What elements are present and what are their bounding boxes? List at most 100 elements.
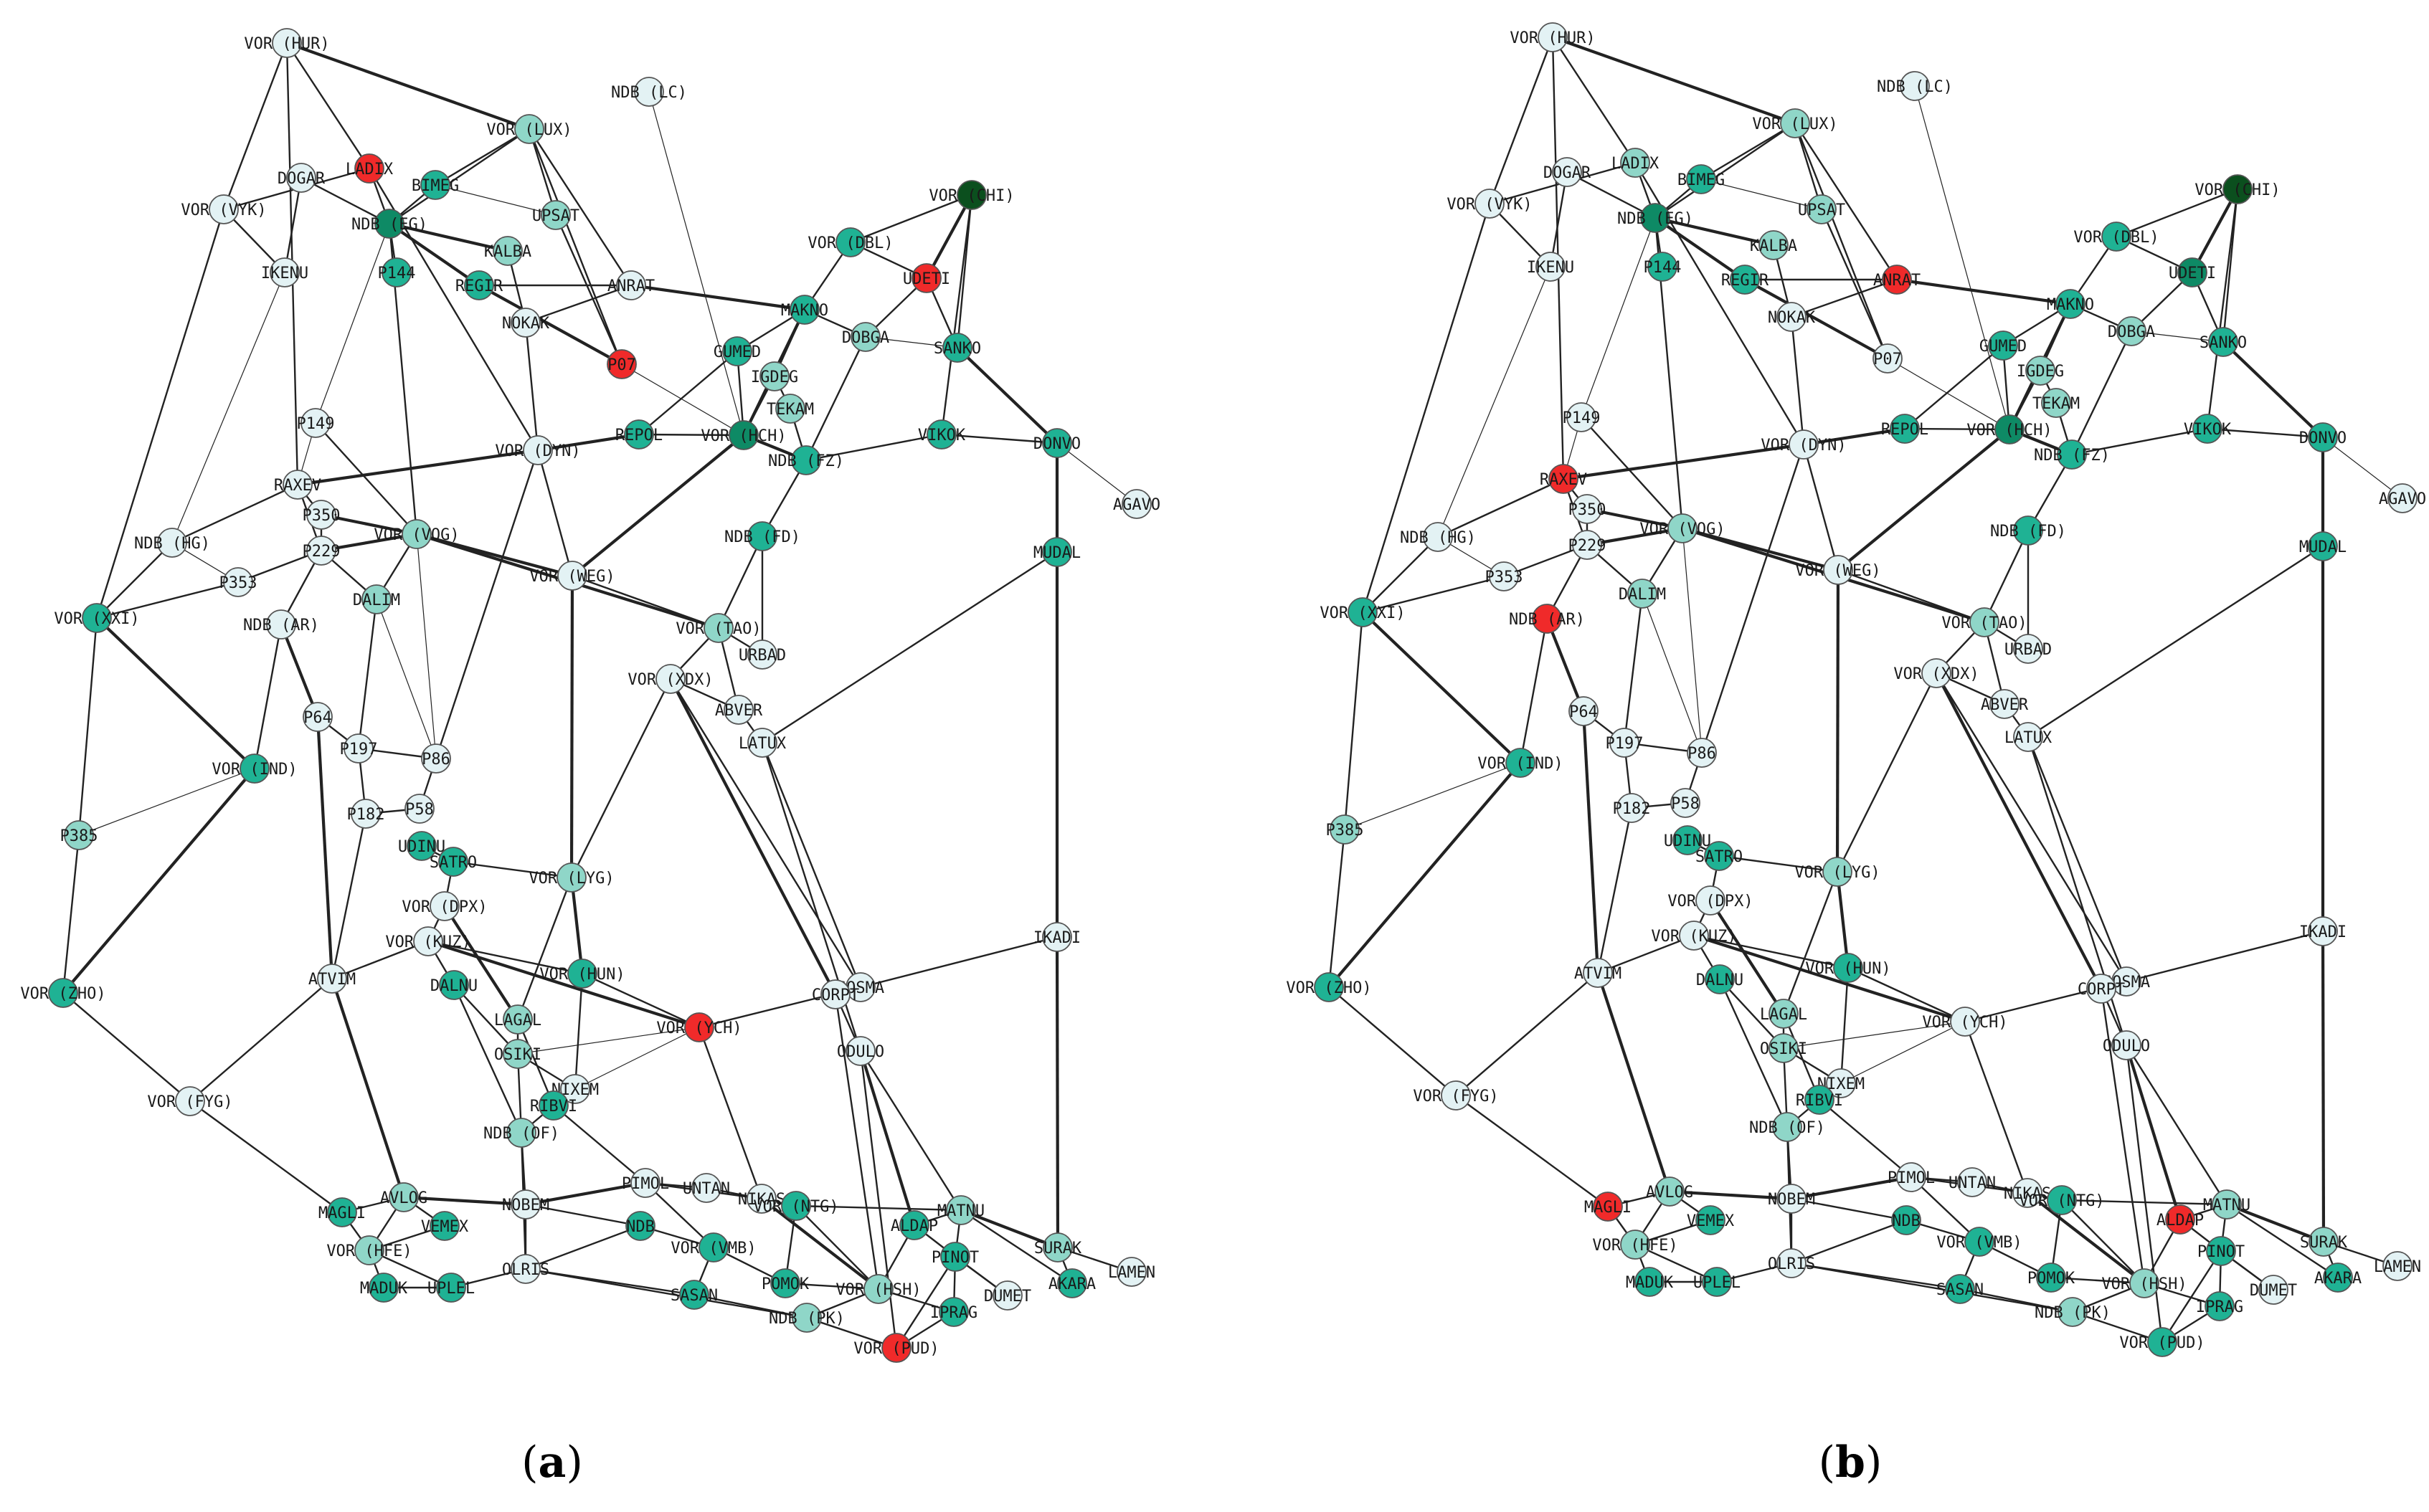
node-odulo: ODULO (2103, 1030, 2150, 1060)
node-circle (1314, 972, 1344, 1002)
node-magli: MAGLI (1584, 1192, 1632, 1222)
node-label: VOR (XXI) (54, 610, 139, 628)
node-ndb-fd: NDB (FD) (1990, 515, 2066, 546)
node-sanko: SANKO (934, 333, 981, 363)
node-label: AKARA (1048, 1275, 1096, 1293)
node-circle (1634, 1267, 1665, 1297)
edge-vor-xxi-p353 (96, 581, 239, 619)
node-udeti: UDETI (2169, 257, 2216, 287)
node-label: VOR (TAO) (676, 620, 761, 638)
node-label: VOR (KUZ) (1651, 928, 1736, 946)
node-label: VOR (IND) (1477, 755, 1563, 773)
node-label: LADIX (1611, 155, 1659, 173)
edge-atvim-vor-kuz (1597, 934, 1695, 974)
node-label: RAXEV (1540, 471, 1587, 489)
edge-vor-chi-vikok (2206, 189, 2239, 429)
node-label: VOR (XDX) (1893, 665, 1979, 683)
edge-ndb-fz-vikok (2071, 427, 2208, 456)
node-label: NDB (1892, 1212, 1921, 1230)
edge-vor-xdx-corpt (669, 678, 837, 995)
node-circle (1969, 607, 1999, 637)
node-label: VOR (ZHO) (20, 985, 105, 1003)
edge-vor-hur-vor-lux (1552, 36, 1796, 125)
node-label: NDB (HG) (134, 535, 210, 553)
node-circle (389, 1182, 419, 1212)
edge-atvim-avlog (1596, 972, 1671, 1192)
node-circle (439, 970, 469, 1000)
edge-vor-hur-vor-lux (286, 42, 530, 130)
node-circle (1122, 489, 1152, 519)
edge-vor-hun-vor-ych (1847, 966, 1966, 1023)
node-label: VOR (HSH) (2101, 1275, 2187, 1293)
edge-ndb-ar-p64 (1545, 618, 1585, 712)
edge-ndb-pk-vor-pud (2072, 1311, 2163, 1344)
edge-p182-atvim (331, 813, 367, 979)
edge-vor-lux-upsat (528, 128, 557, 216)
node-vor-lux: VOR (LUX) (1752, 108, 1838, 138)
edge-ndb-hg-vor-xxi (1362, 536, 1439, 613)
node-label: NDB (PK) (769, 1310, 845, 1328)
node-p58: P58 (1670, 788, 1700, 818)
edge-satro-vor-lyg (453, 860, 572, 879)
node-vor-xxi: VOR (XXI) (54, 603, 140, 633)
edge-vor-lux-p07 (1794, 123, 1889, 359)
node-nobem: NOBEM (1768, 1184, 1815, 1214)
node-ndb: NDB (1891, 1205, 1921, 1235)
node-label: AGAVO (2379, 490, 2426, 508)
node-label: IKADI (1033, 929, 1081, 947)
edge-anrat-makno (630, 283, 805, 312)
edge-vor-lux-anrat (1794, 123, 1898, 280)
node-circle (1538, 22, 1568, 52)
node-label: NDB (FZ) (768, 452, 844, 470)
node-label: LAGAL (1760, 1006, 1807, 1024)
node-circle (2013, 722, 2043, 752)
node-label: NDB (FD) (724, 528, 800, 546)
node-label: VOR (CHI) (2194, 181, 2280, 199)
node-label: LATUX (739, 735, 787, 753)
node-label: VOR (IND) (212, 761, 297, 779)
node-label: VOR (XXI) (1320, 604, 1405, 622)
node-upsat: UPSAT (1798, 194, 1845, 224)
node-ndb-fz: NDB (FZ) (768, 445, 844, 475)
edge-mudal-latux (762, 551, 1058, 744)
edge-vor-ych-nikas (698, 1027, 763, 1199)
node-label: VOR (HCH) (701, 427, 786, 445)
node-circle (835, 227, 866, 257)
edge-vor-hch-repol (638, 433, 744, 437)
node-label: NDB (HG) (1400, 529, 1476, 547)
node-circle (1776, 302, 1807, 332)
node-label: UDINU (398, 838, 445, 856)
edge-donvo-agavo (2322, 437, 2403, 499)
node-circle (1704, 841, 1734, 871)
node-label: IKENU (261, 265, 308, 282)
node-circle (1686, 164, 1716, 194)
node-circle (303, 702, 333, 732)
edge-ndb-eg-regir (388, 222, 480, 287)
edge-dobga-ndb-fz (805, 336, 867, 461)
node-label: VOR (VOG) (374, 526, 459, 544)
node-circle (655, 664, 686, 694)
edge-dalnu-osiki (1719, 979, 1784, 1049)
node-circle (1616, 793, 1647, 823)
node-vor-ind: VOR (IND) (1477, 748, 1563, 778)
node-circle (679, 1280, 709, 1310)
node-lamen: LAMEN (2374, 1251, 2421, 1281)
node-circle (1950, 1007, 1980, 1037)
node-label: VOR (HFE) (1592, 1237, 1677, 1255)
edge-vor-lyg-vor-hun (1835, 871, 1850, 969)
node-label: MADUK (1626, 1274, 1674, 1292)
edge-p64-atvim (316, 716, 334, 979)
node-vor-zho: VOR (ZHO) (1286, 972, 1372, 1002)
edge-bimeg-upsat (1700, 179, 1822, 210)
node-p385: P385 (1326, 814, 1363, 845)
node-dumet: DUMET (2250, 1275, 2297, 1305)
node-label: POMOK (762, 1275, 810, 1293)
node-label: NOKAK (502, 315, 550, 333)
node-circle (2013, 634, 2043, 664)
edge-odulo-matnu (859, 1050, 962, 1211)
node-label: P64 (1569, 703, 1598, 721)
node-matnu: MATNU (937, 1195, 985, 1225)
node-label: P229 (1568, 537, 1606, 555)
node-vor-vmb: VOR (VMB) (671, 1232, 757, 1263)
edge-dobga-ndb-fz (2070, 331, 2133, 455)
